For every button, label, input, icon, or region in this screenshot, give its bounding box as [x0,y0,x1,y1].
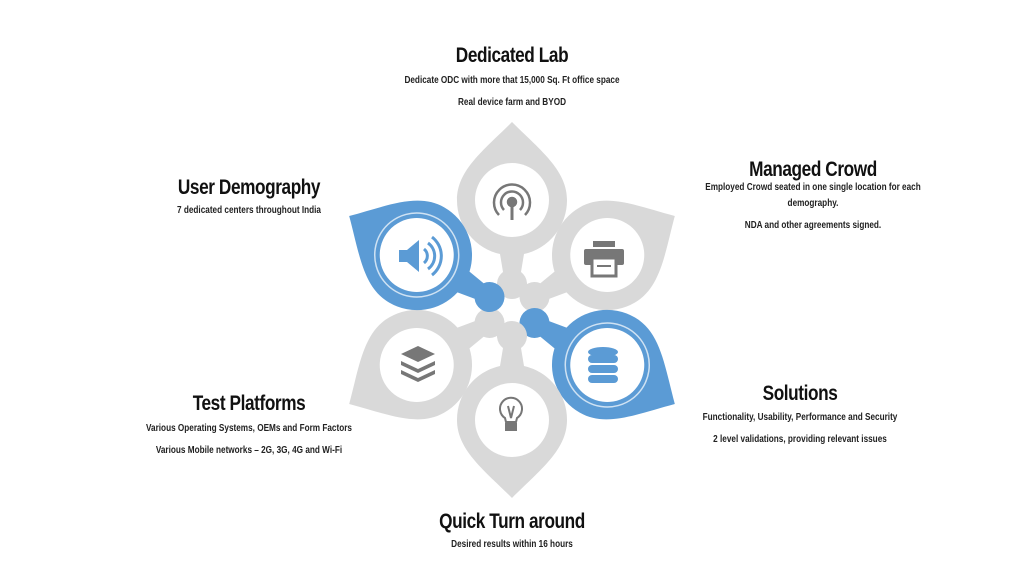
section-line: Dedicate ODC with more that 15,000 Sq. F… [404,75,620,86]
section-title: Test Platforms [192,392,306,415]
section-line: Employed Crowd seated in one single loca… [705,182,921,193]
section-line: demography. [787,198,839,209]
database-icon [588,347,618,383]
speaker-icon [399,235,443,277]
section-line: NDA and other agreements signed. [744,220,882,231]
section-title: Quick Turn around [439,510,585,533]
section-managed-crowd: Managed Crowd Employed Crowd seated in o… [690,158,936,237]
section-line: Various Operating Systems, OEMs and Form… [146,423,352,434]
broadcast-icon [492,183,532,220]
lightbulb-icon [499,396,523,431]
section-line: Real device farm and BYOD [457,97,567,108]
layers-icon [401,346,435,382]
printer-icon [584,241,624,278]
section-title: Solutions [762,382,838,405]
section-dedicated-lab: Dedicated Lab Dedicate ODC with more tha… [389,44,635,114]
petal-test-platforms [321,267,530,452]
section-quick-turn: Quick Turn around Desired results within… [389,510,635,556]
section-line: 7 dedicated centers throughout India [177,205,321,216]
section-solutions: Solutions Functionality, Usability, Perf… [677,382,923,451]
section-line: Various Mobile networks – 2G, 3G, 4G and… [155,445,343,456]
section-title: Dedicated Lab [455,44,569,67]
section-line: Desired results within 16 hours [451,539,573,550]
petal-quick-turn [456,321,568,498]
section-user-demography: User Demography 7 dedicated centers thro… [126,176,372,222]
section-line: 2 level validations, providing relevant … [713,434,887,445]
section-test-platforms: Test Platforms Various Operating Systems… [126,392,372,462]
section-title: User Demography [177,176,321,199]
section-title: Managed Crowd [749,158,877,181]
section-line: Functionality, Usability, Performance an… [702,412,898,423]
